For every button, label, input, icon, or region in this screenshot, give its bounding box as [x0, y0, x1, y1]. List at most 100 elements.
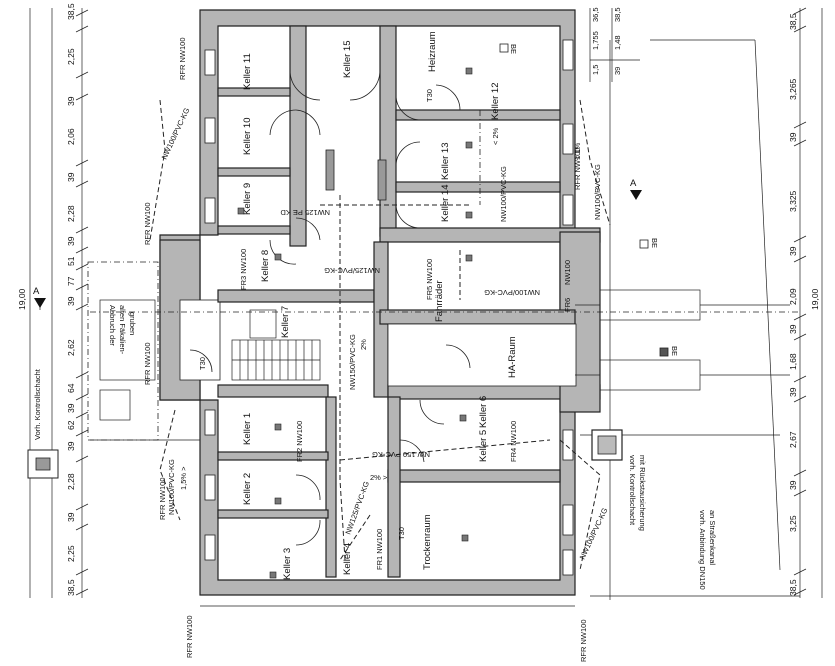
pipe-slope-main: 2% — [359, 339, 368, 350]
room-heizraum: Heizraum — [427, 31, 438, 72]
pipe-rfr-top-left: RFR NW100 — [178, 37, 187, 80]
pipe-nw100-mid: NW100/PVC-KG — [484, 288, 540, 297]
be-label-1: BE — [509, 44, 518, 54]
pipe-nw100-bottom-right: NW100/PVC-KG — [578, 506, 610, 561]
stairs — [231, 309, 321, 381]
room-keller-12: Keller 12 — [490, 83, 501, 121]
dim-left-11: 2,62 — [66, 339, 76, 356]
dim-left-8: 51 — [66, 256, 76, 266]
t30-trockenraum: T30 — [397, 527, 406, 540]
abbruch-area: Abbruch der alten Fäkalien- gruben — [87, 261, 200, 441]
pipe-rfr-mid-left: RFR NW100 — [143, 202, 152, 245]
annex-room — [179, 299, 221, 381]
abbruch-line-1: Abbruch der — [108, 305, 117, 346]
room-labels: Keller 11 Keller 15 Heizraum Keller 10 K… — [242, 31, 518, 580]
room-keller-15: Keller 15 — [342, 41, 353, 79]
anbindung-line-2: an Straßenkanal — [708, 510, 717, 565]
t30-stair: T30 — [198, 357, 207, 370]
right-dimension-chain: 38,5 3,265 39 3,325 39 2,09 39 1,68 39 2… — [788, 7, 823, 598]
pipe-fr6: FR6 — [563, 298, 572, 312]
dim-left-1: 38,5 — [66, 3, 76, 20]
pipe-fr1: FR1 NW100 — [375, 529, 384, 570]
columns — [237, 67, 473, 579]
dim-right-12: 3,25 — [788, 515, 798, 532]
pipe-nw100-bottom-left: NW100/PVC-KG — [167, 459, 176, 515]
section-a-label-left: A — [33, 286, 40, 297]
room-keller-10: Keller 10 — [242, 118, 253, 156]
right-plot-edge — [754, 39, 781, 571]
room-ha-raum: HA-Raum — [507, 336, 518, 378]
dim-right-7: 39 — [788, 324, 798, 334]
pipe-rfr-bottom-right: RFR NW100 — [579, 619, 588, 662]
dim-right-8: 1,68 — [788, 353, 798, 370]
room-keller-7: Keller 7 — [280, 306, 291, 338]
dim-left-3: 39 — [66, 96, 76, 106]
dim-top-right-3: 36,5 — [591, 7, 600, 22]
dim-left-12: 64 — [66, 383, 76, 393]
dim-top-right-5: 1,48 — [613, 35, 622, 50]
dim-right-10: 2,67 — [788, 431, 798, 448]
room-keller-8: Keller 8 — [260, 250, 271, 282]
be-label-3: BE — [670, 346, 679, 356]
dim-right-5: 39 — [788, 246, 798, 256]
pipe-slope-keller13: < 2% — [491, 127, 500, 145]
pipe-slope-left: 1,5% > — [179, 466, 188, 490]
anbindung-line-1: vorh. Anbindung DN150 — [698, 510, 707, 590]
pipe-fr5: FR5 NW100 — [425, 259, 434, 300]
dim-right-1: 38,5 — [788, 13, 798, 30]
dim-left-total: 19,00 — [17, 288, 27, 310]
room-keller-1: Keller 1 — [242, 413, 253, 445]
dim-right-13: 38,5 — [788, 579, 798, 596]
room-keller-4: Keller 4 — [342, 543, 353, 575]
dim-left-7: 39 — [66, 236, 76, 246]
dim-right-4: 3,325 — [788, 190, 798, 212]
dim-left-18: 2,25 — [66, 545, 76, 562]
dim-top-right-1: 1,5 — [591, 65, 600, 75]
drain-pipes — [90, 99, 800, 571]
be-label-2: BE — [650, 238, 659, 248]
dim-left-16: 2,28 — [66, 473, 76, 490]
pipe-nw100-top-left: NW100/PVC-KG — [160, 106, 192, 161]
dim-left-9: 77 — [66, 276, 76, 286]
dim-right-6: 2,09 — [788, 288, 798, 305]
pipe-slope-right: < 1% — [573, 142, 582, 160]
dim-top-right-4: 39 — [613, 67, 622, 75]
room-keller-9: Keller 9 — [242, 183, 253, 215]
section-marker-left: A — [33, 286, 46, 310]
pipe-rfr-bottom: RFR NW100 — [185, 615, 194, 658]
left-dimension-chain: 38,5 2,25 39 2,06 39 2,28 39 51 77 39 2,… — [17, 3, 89, 598]
dim-right-2: 3,265 — [788, 78, 798, 100]
room-keller-6: Keller 6 — [478, 396, 489, 428]
pipe-fr4: FR4 NW100 — [509, 421, 518, 462]
pipe-fr2: FR2 NW100 — [295, 421, 304, 462]
pipe-nw125-lower: NW125/PVC-KG — [343, 480, 371, 536]
pipe-rfr-lower-left: RFR NW100 — [143, 342, 152, 385]
dim-left-6: 2,28 — [66, 205, 76, 222]
room-fahrraeder: Fahrräder — [434, 280, 445, 322]
section-marker-right: A — [630, 178, 642, 200]
abbruch-line-3: gruben — [128, 312, 137, 335]
pipe-fr3: FR3 NW100 — [239, 249, 248, 290]
kontrollschacht-rueck-line-1: vorh. Kontrollschacht — [628, 455, 637, 526]
dim-left-13: 39 — [66, 403, 76, 413]
pipe-nw100-label: NW100 — [563, 260, 572, 285]
dim-left-14: 62 — [66, 420, 76, 430]
dim-right-total: 19,00 — [810, 288, 820, 310]
interior-walls — [217, 25, 601, 578]
vorh-kontrollschacht-label: Vorh. Kontrollschacht — [33, 368, 42, 440]
room-keller-11: Keller 11 — [242, 53, 253, 90]
top-right-dimension-chain: 1,5 1,755 36,5 39 1,48 38,5 — [589, 7, 640, 82]
abbruch-line-2: alten Fäkalien- — [118, 305, 127, 355]
t30-labels: T30 T30 T30 — [198, 89, 434, 540]
dim-left-2: 2,25 — [66, 48, 76, 65]
dim-left-19: 38,5 — [66, 579, 76, 596]
pipe-nw125-mid: NW125/PVC-KG — [324, 266, 380, 275]
room-trockenraum: Trockenraum — [422, 514, 433, 570]
pipe-nw150-main: NW150/PVC-KG — [348, 334, 357, 390]
be-markers: BE BE BE — [499, 43, 679, 357]
dim-right-3: 39 — [788, 132, 798, 142]
dim-top-right-6: 38,5 — [613, 7, 622, 22]
room-keller-14: Keller 14 — [440, 185, 451, 223]
dim-left-17: 39 — [66, 512, 76, 522]
